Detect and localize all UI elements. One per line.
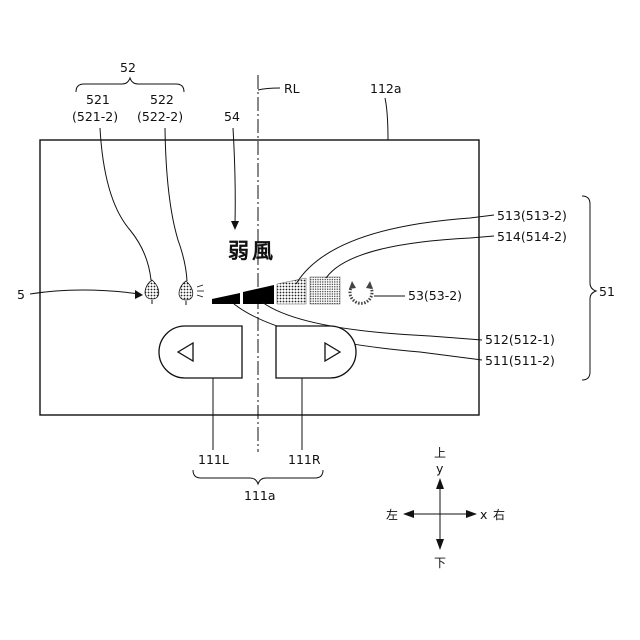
ref-51-label: 51 [599,284,615,299]
right-arrow-button[interactable] [276,326,356,378]
ref-52-bracket [76,78,184,92]
display-panel [40,140,479,415]
auto-cycle-icon-53 [349,281,373,303]
ref-52-label: 52 [120,60,136,75]
ref-511-label: 511(511-2) [485,353,555,368]
ref-511-leader [234,304,482,360]
leaf-icon-521 [145,280,159,304]
arrow-down-icon [436,539,444,550]
ref-522-label: 522 [150,92,174,107]
arrow-up-icon [436,478,444,489]
ref-54-label: 54 [224,109,240,124]
compass-y-label: y [436,461,444,476]
ref-5-leader [30,290,140,294]
wind-level-text: 弱風 [228,239,276,263]
rl-leader [258,88,280,90]
direction-compass [403,478,477,550]
ref-5-arrowhead [135,290,143,299]
wind-bar-segment-513 [277,278,306,304]
ref-522-leader [165,128,187,281]
wind-bar-segment-511 [212,293,240,304]
ref-514-label: 514(514-2) [497,229,567,244]
ref-53-label: 53(53-2) [408,288,462,303]
arrow-left-icon [403,510,414,518]
compass-x-label: x [480,507,487,522]
ref-521-label: 521 [86,92,110,107]
wind-bar-segment-514 [310,277,340,304]
ref-521-sub-label: (521-2) [72,109,118,124]
ref-54-arrowhead [231,221,239,230]
arrow-right-icon [466,510,477,518]
wind-bar-segment-512 [243,285,274,304]
ref-54-leader [233,128,235,224]
compass-down-label: 下 [434,556,446,570]
ref-5-label: 5 [17,287,25,302]
ref-521-leader [100,128,151,280]
compass-left-label: 左 [386,507,398,522]
rl-label: RL [284,81,300,96]
ref-111a-label: 111a [244,488,276,503]
ref-51-brace [582,196,596,380]
compass-up-label: 上 [434,446,446,460]
ref-111r-label: 111R [288,452,321,467]
left-arrow-button[interactable] [159,326,242,378]
ref-513-label: 513(513-2) [497,208,567,223]
display-ref-leader [385,98,388,140]
ref-512-label: 512(512-1) [485,332,555,347]
display-ref-label: 112a [370,81,402,96]
ref-111a-bracket [193,470,323,484]
leaf-wind-icon-522 [179,281,204,305]
compass-right-label: 右 [493,507,505,522]
ref-111l-label: 111L [198,452,229,467]
ref-514-leader [326,236,494,278]
ref-513-leader [296,215,494,284]
ref-522-sub-label: (522-2) [137,109,183,124]
